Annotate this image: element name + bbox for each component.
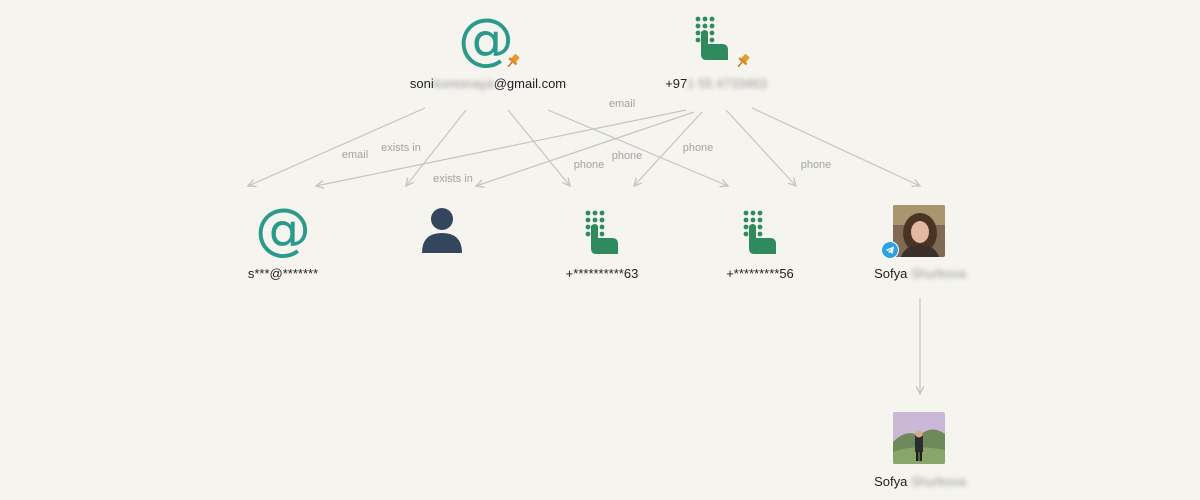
root-email-node[interactable]: @ [458, 12, 518, 72]
root-phone-node[interactable] [692, 14, 752, 74]
edge-arrow [508, 110, 570, 186]
phone-result-2-node[interactable] [740, 208, 780, 256]
edge-label-email: email [342, 149, 368, 161]
edge-arrow [752, 108, 920, 186]
edge-label-exists-in: exists in [433, 173, 473, 185]
at-sign-icon: @ [255, 202, 311, 258]
person-node[interactable] [420, 206, 464, 254]
email-result-node[interactable]: @ [255, 202, 311, 258]
phone-result-1-node[interactable] [582, 208, 622, 256]
edge-label-exists-in: exists in [381, 142, 421, 154]
root-phone-label: +971 55 4733463 [665, 76, 767, 91]
edge-label-phone: phone [574, 159, 605, 171]
edge-arrow [726, 110, 796, 186]
phone-result-2-label: +*********56 [726, 266, 794, 281]
phone-result-1-label: +**********63 [566, 266, 639, 281]
phone-keypad-icon [692, 14, 732, 62]
root-email-label: sonikoresnaya@gmail.com [410, 76, 566, 91]
phone-keypad-icon [582, 208, 622, 256]
edge-label-phone: phone [683, 142, 714, 154]
telegram-profile-label: Sofya Shurkova [874, 266, 966, 281]
pin-icon [504, 52, 522, 70]
phone-keypad-icon [740, 208, 780, 256]
profile-child-photo[interactable] [893, 412, 945, 464]
person-icon [420, 206, 464, 254]
profile-child-label: Sofya Shurkova [874, 474, 966, 489]
svg-text:@: @ [255, 202, 311, 258]
edge-label-email: email [609, 98, 635, 110]
edge-arrow [316, 110, 686, 186]
telegram-icon [881, 241, 899, 259]
edge-arrow [476, 112, 694, 186]
edge-label-phone: phone [801, 159, 832, 171]
telegram-profile-photo[interactable] [893, 205, 945, 257]
edge-label-phone: phone [612, 150, 643, 162]
email-result-label: s***@******* [248, 266, 318, 281]
pin-icon [734, 52, 752, 70]
